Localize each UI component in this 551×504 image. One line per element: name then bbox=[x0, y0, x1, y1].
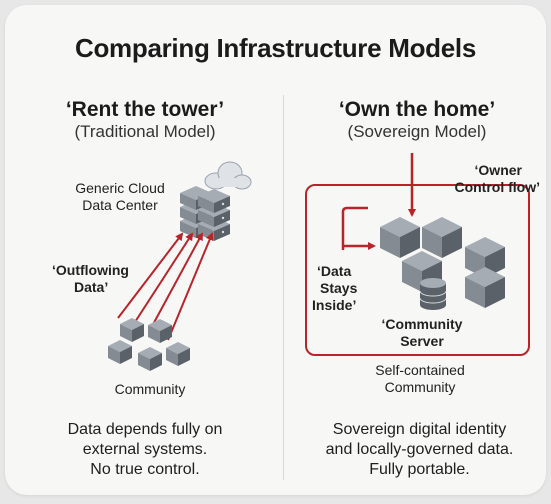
data-stays-inside-label: ‘Data Stays Inside’ bbox=[312, 263, 382, 314]
inside-label-line-3: Inside’ bbox=[312, 297, 357, 313]
inside-label-line-2: Stays bbox=[320, 280, 358, 296]
left-subheading: (Traditional Model) bbox=[74, 122, 216, 141]
cube-icon bbox=[108, 340, 132, 364]
flow-label-line-1: ‘Outflowing bbox=[52, 262, 129, 278]
cube-icon bbox=[138, 347, 162, 371]
self-contained-label: Self-contained Community bbox=[345, 362, 495, 396]
left-community-label: Community bbox=[114, 381, 186, 397]
cube-icon bbox=[166, 342, 190, 366]
right-community-line-2: Community bbox=[384, 379, 456, 395]
community-cubes bbox=[108, 318, 190, 371]
cloud-datacenter-label: Generic Cloud Data Center bbox=[50, 180, 190, 214]
cube-icon bbox=[380, 217, 420, 258]
sovereign-boundary bbox=[305, 184, 530, 356]
server-stack-icon bbox=[180, 186, 230, 241]
cloud-label-line-1: Generic Cloud bbox=[75, 180, 165, 196]
left-desc-line-2: external systems. bbox=[82, 441, 208, 458]
control-label-line-2: Control flow’ bbox=[454, 179, 540, 195]
right-heading: ‘Own the home’ bbox=[338, 98, 496, 121]
right-desc-line-2: and locally-governed data. bbox=[325, 441, 514, 458]
left-desc-line-1: Data depends fully on bbox=[67, 421, 223, 438]
server-label-line-2: Server bbox=[400, 333, 444, 349]
control-label-line-1: ‘Owner bbox=[474, 162, 522, 178]
column-divider bbox=[283, 95, 284, 480]
outflowing-data-label: ‘Outflowing Data’ bbox=[52, 262, 152, 296]
outflowing-arrows bbox=[117, 232, 214, 341]
cloud-icon bbox=[204, 161, 252, 190]
right-description: Sovereign digital identity and locally-g… bbox=[292, 420, 547, 480]
server-label-line-1: ‘Community bbox=[381, 316, 463, 332]
diagram-title: Comparing Infrastructure Models bbox=[75, 33, 476, 63]
owner-control-label: ‘Owner Control flow’ bbox=[420, 162, 540, 196]
left-desc-line-3: No true control. bbox=[90, 461, 200, 478]
community-server-label: ‘Community Server bbox=[372, 316, 472, 350]
inside-label-line-1: ‘Data bbox=[317, 263, 352, 279]
right-community-line-1: Self-contained bbox=[375, 362, 465, 378]
right-desc-line-3: Fully portable. bbox=[369, 461, 470, 478]
cloud-label-line-2: Data Center bbox=[82, 197, 158, 213]
database-icon bbox=[419, 278, 447, 310]
left-description: Data depends fully on external systems. … bbox=[20, 420, 270, 480]
cube-icon bbox=[465, 267, 505, 308]
cube-icon bbox=[120, 318, 144, 342]
cube-icon bbox=[422, 217, 462, 258]
flow-label-line-2: Data’ bbox=[74, 279, 109, 295]
right-subheading: (Sovereign Model) bbox=[347, 122, 487, 141]
data-loop-path bbox=[341, 206, 368, 250]
right-desc-line-1: Sovereign digital identity bbox=[332, 421, 507, 438]
left-heading: ‘Rent the tower’ bbox=[65, 98, 225, 121]
